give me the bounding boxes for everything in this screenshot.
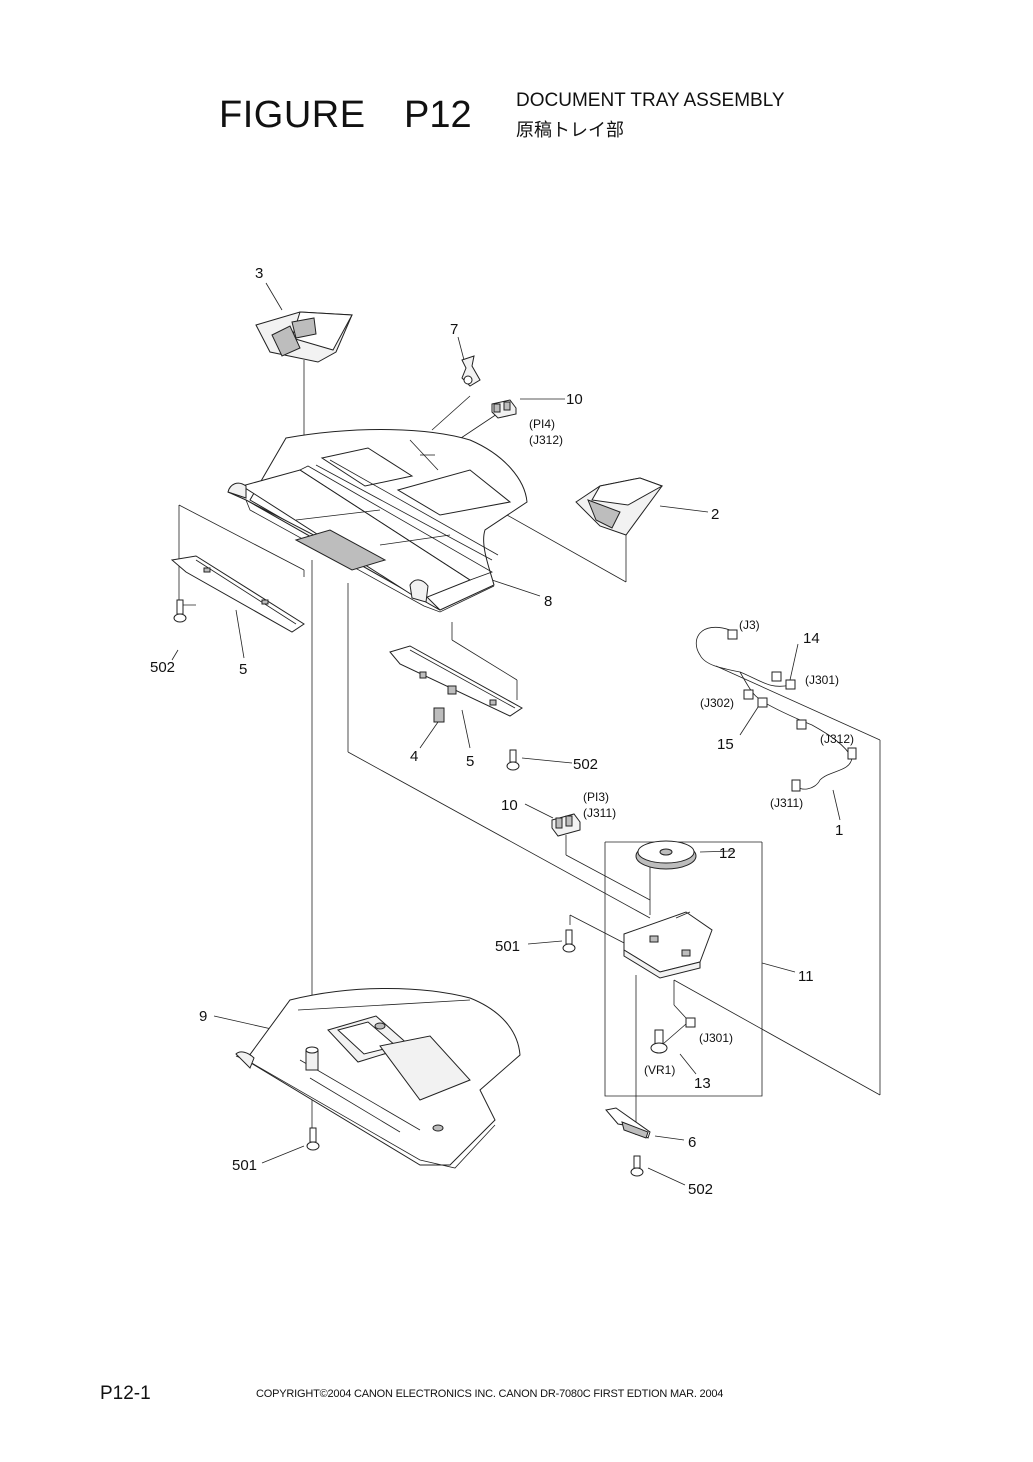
part-9-lower-tray: [235, 988, 521, 1169]
label-j312-harness: (J312): [820, 732, 854, 746]
callout-501-middle: 501: [495, 938, 520, 955]
callout-7: 7: [450, 321, 458, 338]
part-7-lever: [461, 355, 481, 387]
label-j301-harness: (J301): [805, 673, 839, 687]
label-pi3: (PI3): [583, 790, 609, 804]
callout-502-middle: 502: [573, 756, 598, 773]
part-13-variable-resistor: [650, 1017, 696, 1054]
callout-14: 14: [803, 630, 820, 647]
part-5-guide-rail-right: [389, 645, 523, 717]
part-502-screw-left: [173, 599, 187, 623]
copyright-notice: COPYRIGHT©2004 CANON ELECTRONICS INC. CA…: [256, 1388, 724, 1400]
callout-15: 15: [717, 736, 734, 753]
part-11-bracket: [623, 911, 713, 979]
label-j311-harness: (J311): [770, 796, 803, 810]
callout-3: 3: [255, 265, 263, 282]
callout-4: 4: [410, 748, 418, 765]
part-501-screw-middle: [562, 929, 576, 953]
label-j3: (J3): [739, 618, 760, 632]
callout-numbers: 3 7 10 2 8 502 5 4 5 502 10 14 15 1 12 5…: [150, 265, 843, 1198]
part-4-spring: [433, 707, 445, 723]
part-8-document-tray: [227, 429, 528, 613]
figure-label: FIGURE: [219, 94, 366, 136]
callout-9: 9: [199, 1008, 207, 1025]
label-j302: (J302): [700, 696, 734, 710]
part-10-sensor-lower: [551, 813, 581, 837]
part-1-14-15-wire-harness: [695, 626, 857, 792]
part-502-screw-bottom: [630, 1155, 644, 1177]
callout-8: 8: [544, 593, 552, 610]
callout-6: 6: [688, 1134, 696, 1151]
callout-12: 12: [719, 845, 736, 862]
callout-501-bottom: 501: [232, 1157, 257, 1174]
part-12-gear: [635, 840, 697, 870]
part-2-guide-block: [575, 477, 664, 536]
callout-11: 11: [798, 968, 814, 985]
part-502-screw-middle: [506, 749, 520, 771]
callout-1: 1: [835, 822, 843, 839]
callout-10-upper: 10: [566, 391, 583, 408]
callout-5-left: 5: [239, 661, 247, 678]
callout-5-right: 5: [466, 753, 474, 770]
part-10-sensor-upper: [491, 399, 517, 419]
callout-502-bottom: 502: [688, 1181, 713, 1198]
callout-13: 13: [694, 1075, 711, 1092]
figure-title-english: DOCUMENT TRAY ASSEMBLY: [516, 90, 785, 111]
connector-labels: (PI4) (J312) (J3) (J301) (J302) (J312) (…: [529, 417, 854, 1077]
figure-number: P12: [404, 94, 472, 136]
part-3-guide-block: [255, 311, 353, 363]
callout-10-lower: 10: [501, 797, 518, 814]
part-5-guide-rail-left: [170, 555, 305, 633]
label-j301-vr: (J301): [699, 1031, 733, 1045]
callout-2: 2: [711, 506, 719, 523]
label-vr1: (VR1): [644, 1063, 675, 1077]
page-number: P12-1: [100, 1383, 151, 1404]
part-501-screw-bottom: [306, 1127, 320, 1151]
part-6-guide: [605, 1107, 651, 1139]
figure-title-japanese: 原稿トレイ部: [516, 120, 624, 141]
label-j312-upper: (J312): [529, 433, 563, 447]
label-j311-sensor: (J311): [583, 806, 616, 820]
label-pi4: (PI4): [529, 417, 555, 431]
callout-502-left: 502: [150, 659, 175, 676]
